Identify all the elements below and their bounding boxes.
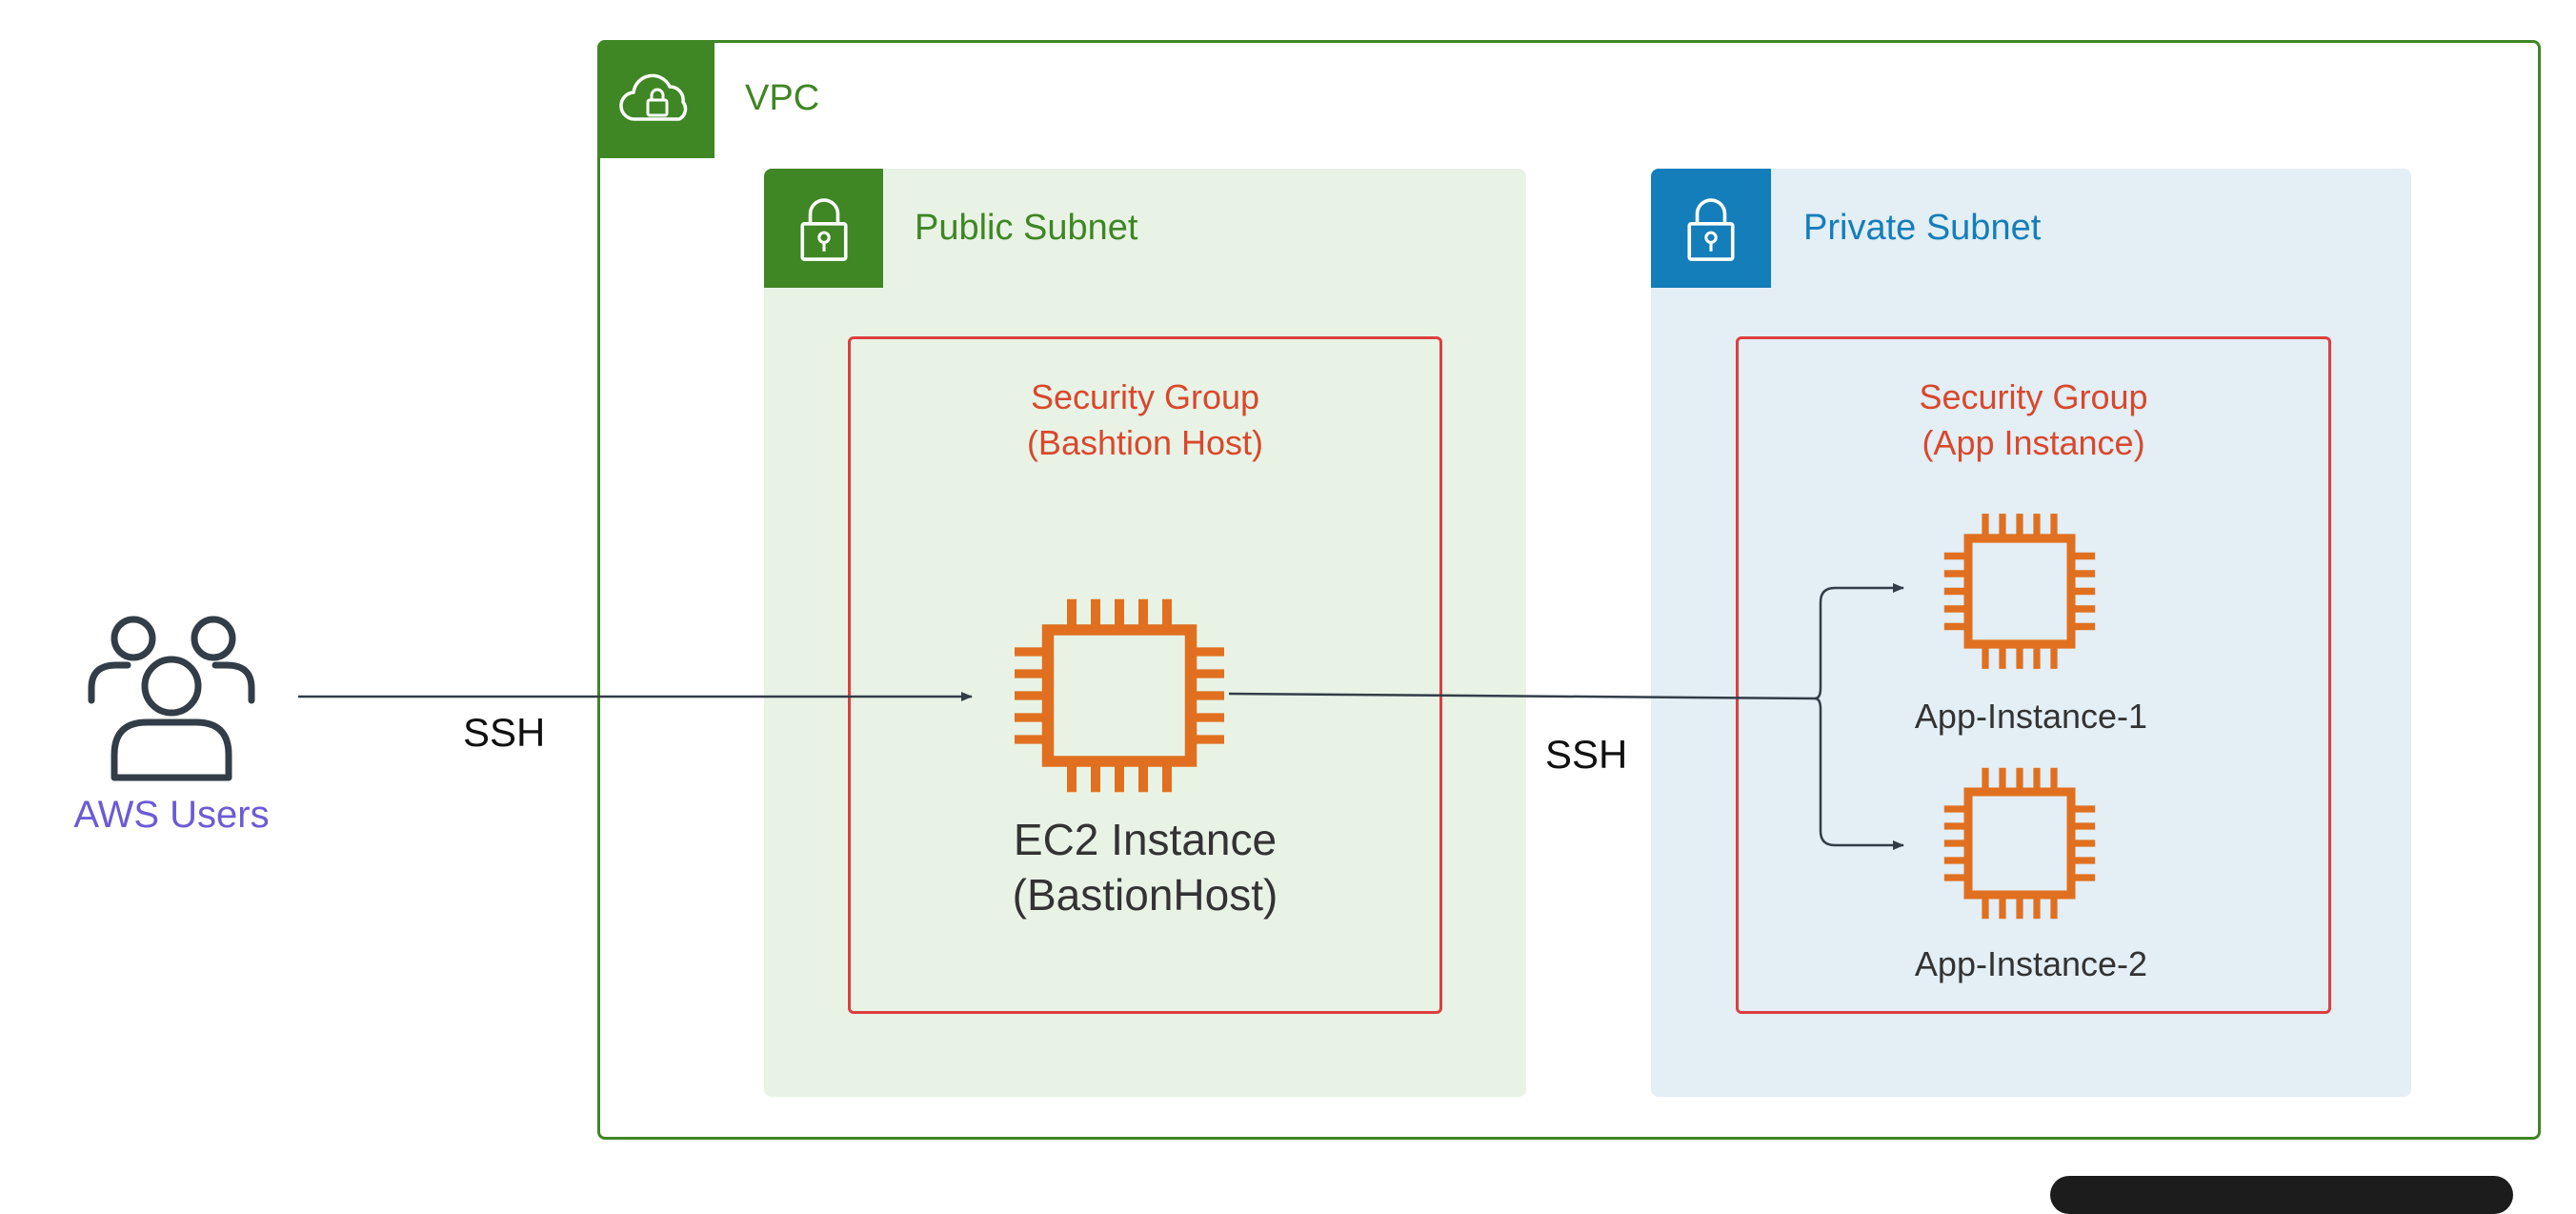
connection-lines	[298, 583, 1904, 850]
ec2-chip-icon	[1934, 758, 2105, 929]
security-group-bastion	[848, 336, 1442, 1014]
security-group-bastion-subtitle: (Bashtion Host)	[1026, 423, 1264, 462]
public-subnet-badge	[764, 169, 883, 288]
ec2-chip-icon	[1934, 503, 2105, 679]
private-subnet-label: Private Subnet	[1803, 208, 2042, 248]
vpc-badge	[597, 40, 714, 158]
cloud-lock-icon	[618, 73, 687, 121]
security-group-app-label: Security Group (App Instance)	[1736, 374, 2331, 466]
security-group-app-title: Security Group	[1919, 377, 2148, 416]
ssh-label-internal: SSH	[1545, 732, 1628, 777]
vpc-label: VPC	[745, 78, 820, 118]
app-instance-2-label: App-Instance-2	[1914, 944, 2148, 983]
ec2-chip-icon	[1000, 586, 1238, 805]
ssh-arrow-to-app-instance-1	[1814, 583, 1904, 700]
private-subnet	[1651, 169, 2411, 1097]
security-group-bastion-label: Security Group (Bashtion Host)	[848, 374, 1442, 466]
users-icon	[88, 616, 255, 781]
security-group-bastion-title: Security Group	[1030, 377, 1260, 416]
bottom-pill	[2050, 1176, 2513, 1214]
ssh-label-inbound: SSH	[463, 710, 546, 755]
aws-users-label: AWS Users	[73, 794, 270, 836]
security-group-app	[1736, 336, 2331, 1014]
public-subnet-label: Public Subnet	[915, 208, 1138, 248]
ec2-bastion-label: EC2 Instance (BastionHost)	[896, 812, 1395, 922]
app-instance-1-label: App-Instance-1	[1914, 697, 2148, 736]
ssh-line-bastion-to-branch	[1228, 692, 1816, 700]
ec2-bastion-subtitle: (BastionHost)	[1012, 870, 1278, 920]
vpc-container	[597, 40, 2541, 1140]
security-group-app-subtitle: (App Instance)	[1922, 423, 2145, 462]
private-subnet-badge	[1651, 169, 1771, 288]
ssh-arrow-to-app-instance-2	[1814, 697, 1904, 850]
ec2-bastion-title: EC2 Instance	[1013, 815, 1278, 864]
